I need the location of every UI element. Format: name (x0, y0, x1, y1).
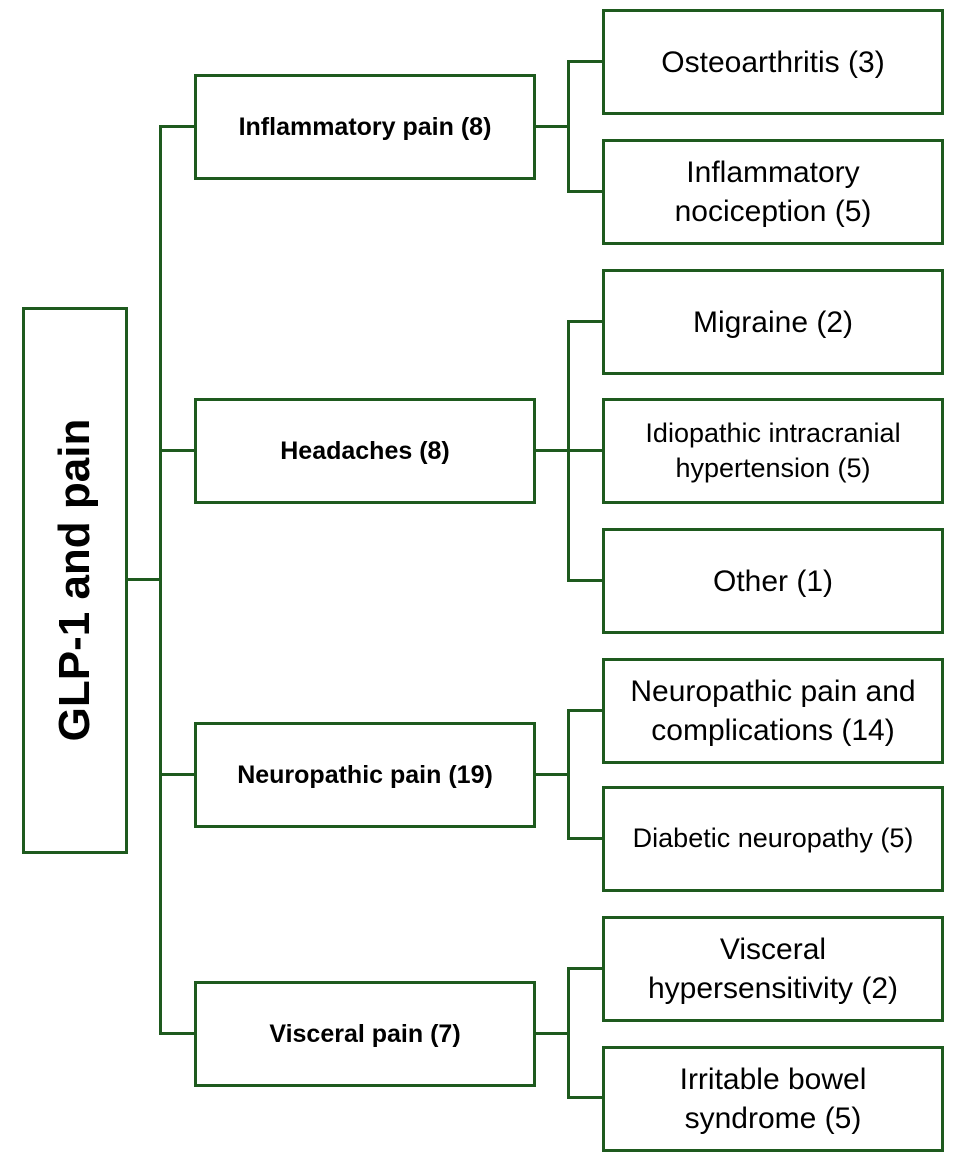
leaf-trunk (567, 967, 570, 1099)
leaf-label: Irritable bowel syndrome (5) (679, 1063, 867, 1135)
leaf-connector (567, 709, 602, 712)
leaf-connector (567, 967, 602, 970)
category-label: Visceral pain (7) (269, 1019, 461, 1048)
leaf-node-irritable-bowel-syndrome: Irritable bowel syndrome (5) (602, 1046, 944, 1152)
leaf-trunk (567, 320, 570, 582)
leaf-node-visceral-hypersensitivity: Visceral hypersensitivity (2) (602, 916, 944, 1022)
branch-connector-inflammatory (159, 125, 194, 128)
leaf-label: Neuropathic pain and complications (14) (630, 675, 916, 747)
leaf-node-inflammatory-nociception: Inflammatory nociception (5) (602, 139, 944, 245)
leaf-connector (567, 320, 602, 323)
leaf-label: Visceral hypersensitivity (2) (647, 933, 899, 1005)
leaf-connector (536, 1032, 570, 1035)
leaf-node-idiopathic-intracranial-hypertension: Idiopathic intracranial hypertension (5) (602, 398, 944, 504)
root-trunk (159, 125, 162, 1035)
category-node-visceral-pain: Visceral pain (7) (194, 981, 536, 1087)
leaf-node-migraine: Migraine (2) (602, 269, 944, 375)
category-label: Headaches (8) (280, 436, 450, 465)
category-node-headaches: Headaches (8) (194, 398, 536, 504)
leaf-node-other: Other (1) (602, 528, 944, 634)
category-label: Neuropathic pain (19) (237, 760, 493, 789)
leaf-connector (567, 579, 602, 582)
category-label: Inflammatory pain (8) (238, 112, 492, 141)
leaf-node-neuropathic-pain-and-complications: Neuropathic pain and complications (14) (602, 658, 944, 764)
branch-connector-neuropathic (159, 773, 194, 776)
leaf-label: Diabetic neuropathy (5) (632, 823, 914, 854)
leaf-connector (567, 1096, 602, 1099)
root-node (22, 307, 128, 854)
leaf-connector (567, 190, 602, 193)
leaf-trunk (567, 60, 570, 193)
root-label: GLP-1 and pain (50, 418, 99, 742)
leaf-label: Osteoarthritis (3) (661, 45, 885, 79)
branch-connector-headaches (159, 449, 194, 452)
leaf-connector (567, 60, 602, 63)
leaf-label: Other (1) (712, 564, 834, 598)
leaf-label: Migraine (2) (692, 305, 854, 339)
leaf-connector (567, 837, 602, 840)
root-connector (128, 578, 161, 581)
leaf-label: Idiopathic intracranial hypertension (5) (645, 417, 901, 483)
leaf-node-osteoarthritis: Osteoarthritis (3) (602, 9, 944, 115)
category-node-inflammatory-pain: Inflammatory pain (8) (194, 74, 536, 180)
leaf-connector (536, 125, 570, 128)
leaf-label: Inflammatory nociception (5) (674, 156, 872, 228)
leaf-trunk (567, 709, 570, 840)
branch-connector-visceral (159, 1032, 194, 1035)
leaf-node-diabetic-neuropathy: Diabetic neuropathy (5) (602, 786, 944, 892)
category-node-neuropathic-pain: Neuropathic pain (19) (194, 722, 536, 828)
leaf-connector (536, 773, 570, 776)
